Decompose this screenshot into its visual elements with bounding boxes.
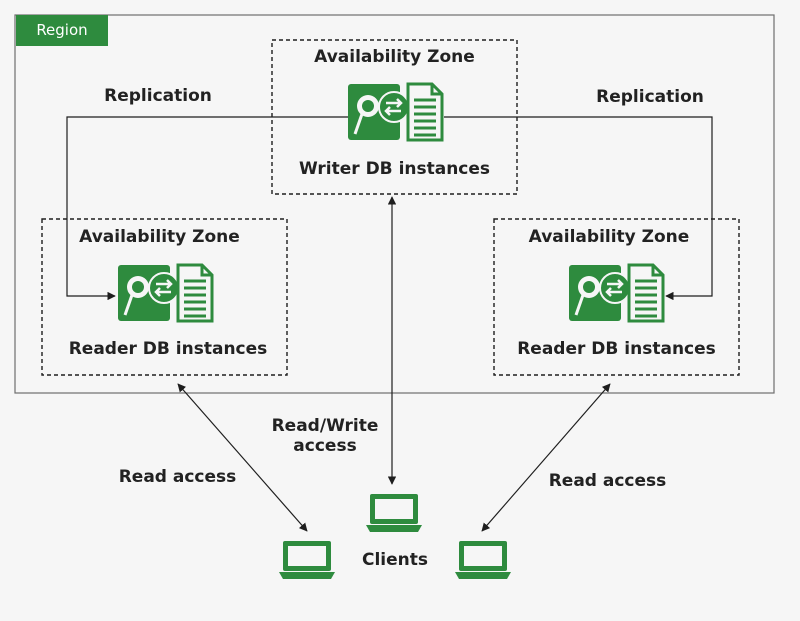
reader-right-instance-label: Reader DB instances bbox=[517, 339, 716, 359]
writer-zone-label: Availability Zone bbox=[314, 47, 475, 67]
reader-right-zone-label: Availability Zone bbox=[528, 227, 690, 247]
region-boundary bbox=[14, 14, 775, 394]
reader-zone-left-box bbox=[41, 218, 288, 376]
client-right-laptop-icon bbox=[455, 541, 511, 579]
read-access-left-label: Read access bbox=[118, 467, 237, 487]
reader-left-zone-label: Availability Zone bbox=[79, 227, 240, 247]
writer-database-server-icon bbox=[346, 82, 444, 142]
read-access-right-arrow bbox=[481, 383, 611, 532]
read-write-access-label-line1: Read/Write bbox=[271, 416, 379, 436]
read-write-access-label-line2: access bbox=[293, 436, 357, 456]
replication-right-arrow bbox=[444, 116, 713, 301]
replication-right-label: Replication bbox=[596, 87, 704, 107]
client-left-laptop-icon bbox=[279, 541, 335, 579]
reader-right-database-server-icon bbox=[567, 263, 665, 323]
replication-left-arrow bbox=[66, 116, 348, 301]
replication-left-label: Replication bbox=[104, 86, 212, 106]
clients-label: Clients bbox=[361, 550, 428, 570]
read-access-right-label: Read access bbox=[548, 471, 667, 491]
reader-left-database-server-icon bbox=[116, 263, 214, 323]
region-label: Region bbox=[16, 15, 108, 46]
reader-left-instance-label: Reader DB instances bbox=[68, 339, 268, 359]
writer-instance-label: Writer DB instances bbox=[298, 159, 491, 179]
client-center-laptop-icon bbox=[366, 494, 422, 532]
reader-zone-right-box bbox=[493, 218, 740, 376]
read-access-left-arrow bbox=[177, 383, 308, 532]
